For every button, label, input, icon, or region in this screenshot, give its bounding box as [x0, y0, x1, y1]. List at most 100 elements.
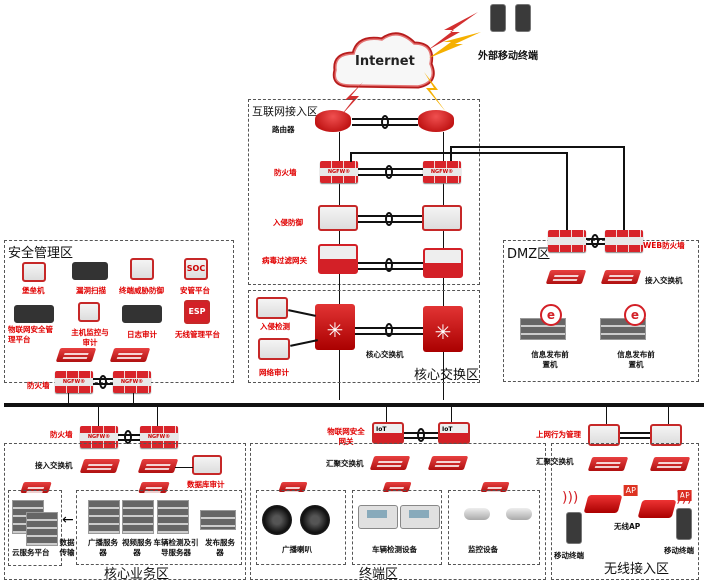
log-audit-icon[interactable] [122, 305, 162, 323]
link [98, 407, 99, 427]
terminal-agg-switch-1[interactable] [369, 456, 411, 470]
camera-icon [506, 508, 532, 520]
secmgmt-firewall-2[interactable]: NGFW® [113, 371, 151, 393]
waf-band [605, 237, 643, 245]
ips-device-1[interactable] [318, 205, 358, 231]
dmz-switch-label: 接入交换机 [645, 276, 683, 285]
mobile-phone-right [676, 508, 692, 540]
wifi-icon: ))) [562, 490, 579, 506]
vehicle-detector-icon [358, 505, 398, 529]
wireless-agg-switch-1[interactable] [587, 457, 629, 471]
host-audit-icon[interactable] [78, 302, 100, 322]
ie-icon: e [624, 304, 646, 326]
db-audit-device[interactable] [192, 455, 222, 475]
dmz-switch-1[interactable] [545, 270, 587, 284]
zone-terminal [250, 443, 546, 580]
lag-icon [381, 115, 389, 129]
biz-switch-2[interactable] [137, 459, 179, 473]
firewall-label: 防火墙 [274, 168, 297, 177]
broadcast-server[interactable] [88, 500, 120, 534]
vuln-scan-icon[interactable] [72, 262, 108, 280]
cloud-label: 云服务平台 [12, 548, 50, 557]
ips-device-2[interactable] [422, 205, 462, 231]
net-audit-label: 网络审计 [259, 368, 289, 377]
web-firewall-label: WEB防火墙 [643, 241, 685, 250]
core-switch-1[interactable] [315, 304, 355, 350]
iot-gateway-1[interactable]: IoT [372, 422, 404, 444]
endpoint-defense-label: 终端威胁防御 [119, 286, 164, 295]
wireless-agg-switch-2[interactable] [649, 457, 691, 471]
vehicle-server[interactable] [157, 500, 189, 534]
zone-dmz-title: DMZ区 [507, 247, 551, 262]
firewall-2[interactable]: NGFW® [423, 161, 461, 183]
backbone-bus [4, 403, 704, 407]
web-firewall-1[interactable] [548, 230, 586, 252]
video-server-label: 视频服务器 [122, 538, 152, 557]
iot-mgmt-label: 物联网安全管理平台 [8, 325, 53, 344]
speaker-label: 广播喇叭 [282, 545, 312, 554]
link [133, 393, 134, 403]
lightning-yellow-icon [429, 32, 481, 58]
secmgmt-switch-1[interactable] [55, 348, 97, 362]
ngfw-label: NGFW® [80, 433, 118, 441]
ngfw-label: NGFW® [320, 168, 358, 176]
iot-mgmt-icon[interactable] [14, 305, 54, 323]
ids-label: 入侵检测 [260, 322, 290, 331]
endpoint-defense-icon[interactable] [130, 258, 154, 280]
video-server[interactable] [122, 500, 154, 534]
behavior-mgmt-1[interactable] [588, 424, 620, 446]
wireless-ap-2[interactable] [637, 500, 677, 518]
zone-terminal-title: 终端区 [359, 567, 399, 582]
publish-server[interactable] [200, 510, 236, 530]
link [668, 407, 669, 427]
soc-icon[interactable]: SOC [184, 258, 208, 280]
bastion-host-label: 堡垒机 [22, 286, 45, 295]
ie-icon: e [540, 304, 562, 326]
secmgmt-firewall-label: 防火墙 [27, 381, 50, 390]
secmgmt-switch-2[interactable] [109, 348, 151, 362]
net-audit-device[interactable] [258, 338, 290, 360]
av-gateway-1[interactable] [318, 244, 358, 274]
behavior-mgmt-2[interactable] [650, 424, 682, 446]
lag-icon [124, 430, 132, 444]
lightning-red-icon [428, 12, 478, 50]
link [620, 437, 650, 439]
firewall-1[interactable]: NGFW® [320, 161, 358, 183]
av-gateway-label: 病毒过滤网关 [262, 256, 307, 265]
wireless-ap-label: 无线AP [614, 522, 641, 531]
link [175, 467, 193, 468]
vehicle-group [352, 490, 442, 565]
router-1[interactable] [315, 110, 351, 132]
ngfw-label: NGFW® [55, 378, 93, 386]
dmz-switch-2[interactable] [600, 270, 642, 284]
secmgmt-firewall-1[interactable]: NGFW® [55, 371, 93, 393]
terminal-agg-switch-label: 汇聚交换机 [326, 459, 364, 468]
ids-device[interactable] [256, 297, 288, 319]
iot-gateway-2[interactable]: IoT [438, 422, 470, 444]
broadcast-server-label: 广播服务器 [88, 538, 118, 557]
router-2[interactable] [418, 110, 454, 132]
biz-switch-1[interactable] [79, 459, 121, 473]
core-switch-2[interactable] [423, 306, 463, 352]
waf-band [548, 237, 586, 245]
av-gateway-2[interactable] [423, 248, 463, 278]
web-firewall-2[interactable] [605, 230, 643, 252]
zone-core-switch [248, 290, 480, 383]
wireless-ap-1[interactable] [583, 495, 623, 513]
bastion-host-icon[interactable] [22, 262, 46, 282]
terminal-agg-switch-2[interactable] [427, 456, 469, 470]
esp-icon[interactable]: ESP [184, 300, 210, 324]
router-label: 路由器 [272, 125, 295, 134]
link [606, 407, 607, 427]
publish-server-label: 发布服务器 [205, 538, 235, 557]
core-switch-label: 核心交换机 [366, 350, 404, 359]
biz-firewall-2[interactable]: NGFW® [140, 426, 178, 448]
external-phone-icon [490, 4, 506, 32]
ngfw-label: NGFW® [140, 433, 178, 441]
link [68, 393, 69, 403]
biz-firewall-1[interactable]: NGFW® [80, 426, 118, 448]
vehicle-server-label: 车辆检测及引导服务器 [153, 538, 199, 557]
zone-dmz [503, 240, 699, 382]
zone-core-switch-title: 核心交换区 [414, 368, 480, 383]
info-server-2-label: 信息发布前置机 [617, 350, 655, 369]
